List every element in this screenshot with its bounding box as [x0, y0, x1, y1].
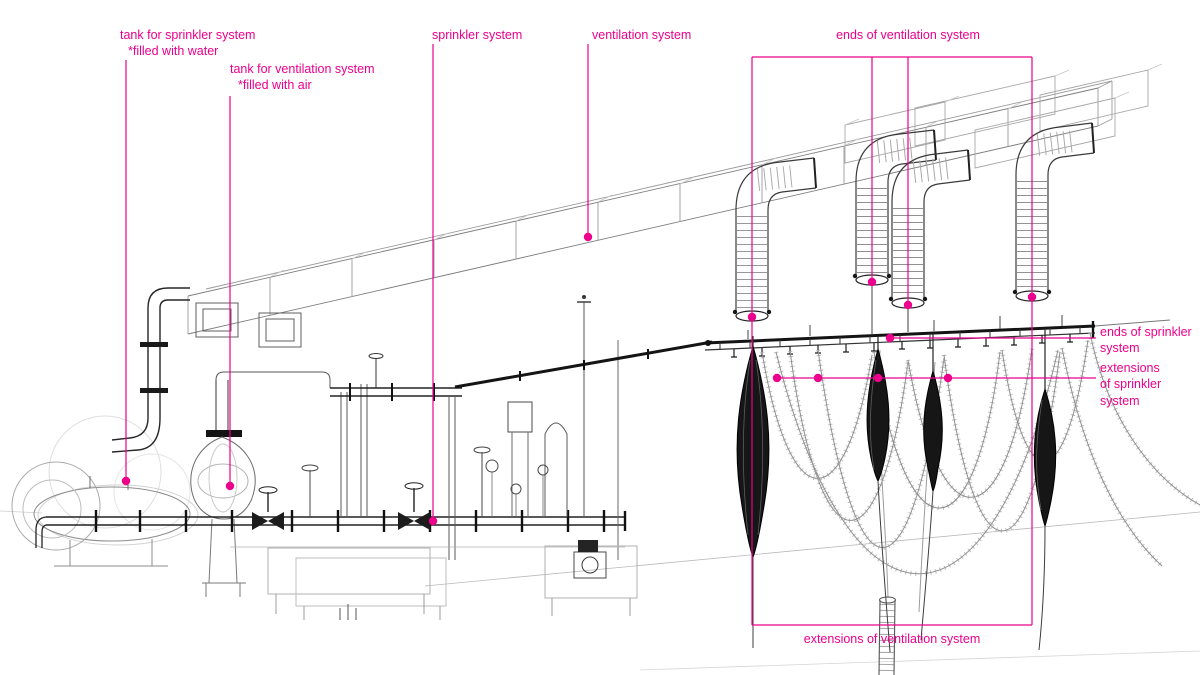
valves — [252, 446, 491, 530]
label-sprinkler-system: sprinkler system — [432, 27, 522, 43]
fabric-sock — [866, 347, 890, 483]
label-note: *filled with water — [128, 44, 219, 59]
pump-room-assembly — [11, 287, 638, 620]
fabric-sock — [1033, 387, 1057, 528]
main-pipe-run — [35, 510, 627, 548]
ventilation-drop-duct-1 — [732, 157, 817, 322]
ventilation-air-tank — [190, 371, 331, 597]
label-ends-of-ventilation: ends of ventilation system — [768, 27, 1048, 43]
label-text: tank for ventilation system — [230, 62, 375, 76]
wireframe-ellipse — [37, 484, 199, 546]
label-text: of sprinkler — [1100, 377, 1162, 392]
label-ends-of-sprinkler: ends of sprinkler system — [1100, 324, 1196, 357]
fabric-sock-extensions — [736, 328, 1057, 653]
sprinkler-main — [454, 284, 1171, 389]
wireframe-circle — [48, 415, 162, 529]
label-text: tank for sprinkler system — [120, 28, 256, 42]
equipment-skids — [267, 540, 638, 620]
label-text: ventilation system — [592, 28, 692, 42]
label-extensions-of-sprinkler: extensions of sprinkler system — [1100, 360, 1196, 409]
label-tank-ventilation: tank for ventilation system *filled with… — [230, 61, 375, 94]
label-extensions-of-ventilation: extensions of ventilation system — [752, 631, 1032, 647]
label-tank-sprinkler: tank for sprinkler system *filled with w… — [120, 27, 255, 60]
label-text: sprinkler system — [432, 28, 523, 42]
label-text: extensions of ventilation system — [803, 632, 981, 646]
label-text: extensions — [1100, 361, 1160, 375]
ventilation-drop-duct-3 — [888, 149, 971, 309]
wireframe-circle — [113, 453, 191, 531]
label-text: ends of sprinkler — [1100, 325, 1192, 339]
label-text: ends of ventilation system — [836, 28, 980, 42]
label-ventilation-system: ventilation system — [592, 27, 691, 43]
label-text: system — [1100, 393, 1140, 408]
ventilation-manifold — [844, 63, 1163, 169]
vertical-piping — [230, 295, 625, 560]
ventilation-duct-run — [187, 80, 1113, 335]
riser-candycane-pipe — [111, 287, 190, 453]
duct-junction-boxes — [195, 302, 302, 348]
sprinkler-heads — [731, 334, 1073, 358]
sprinkler-water-tank — [11, 461, 191, 567]
label-text: system — [1100, 341, 1140, 356]
fabric-sock — [736, 344, 770, 559]
sock-cords — [752, 480, 1046, 653]
label-note: *filled with air — [238, 78, 312, 93]
